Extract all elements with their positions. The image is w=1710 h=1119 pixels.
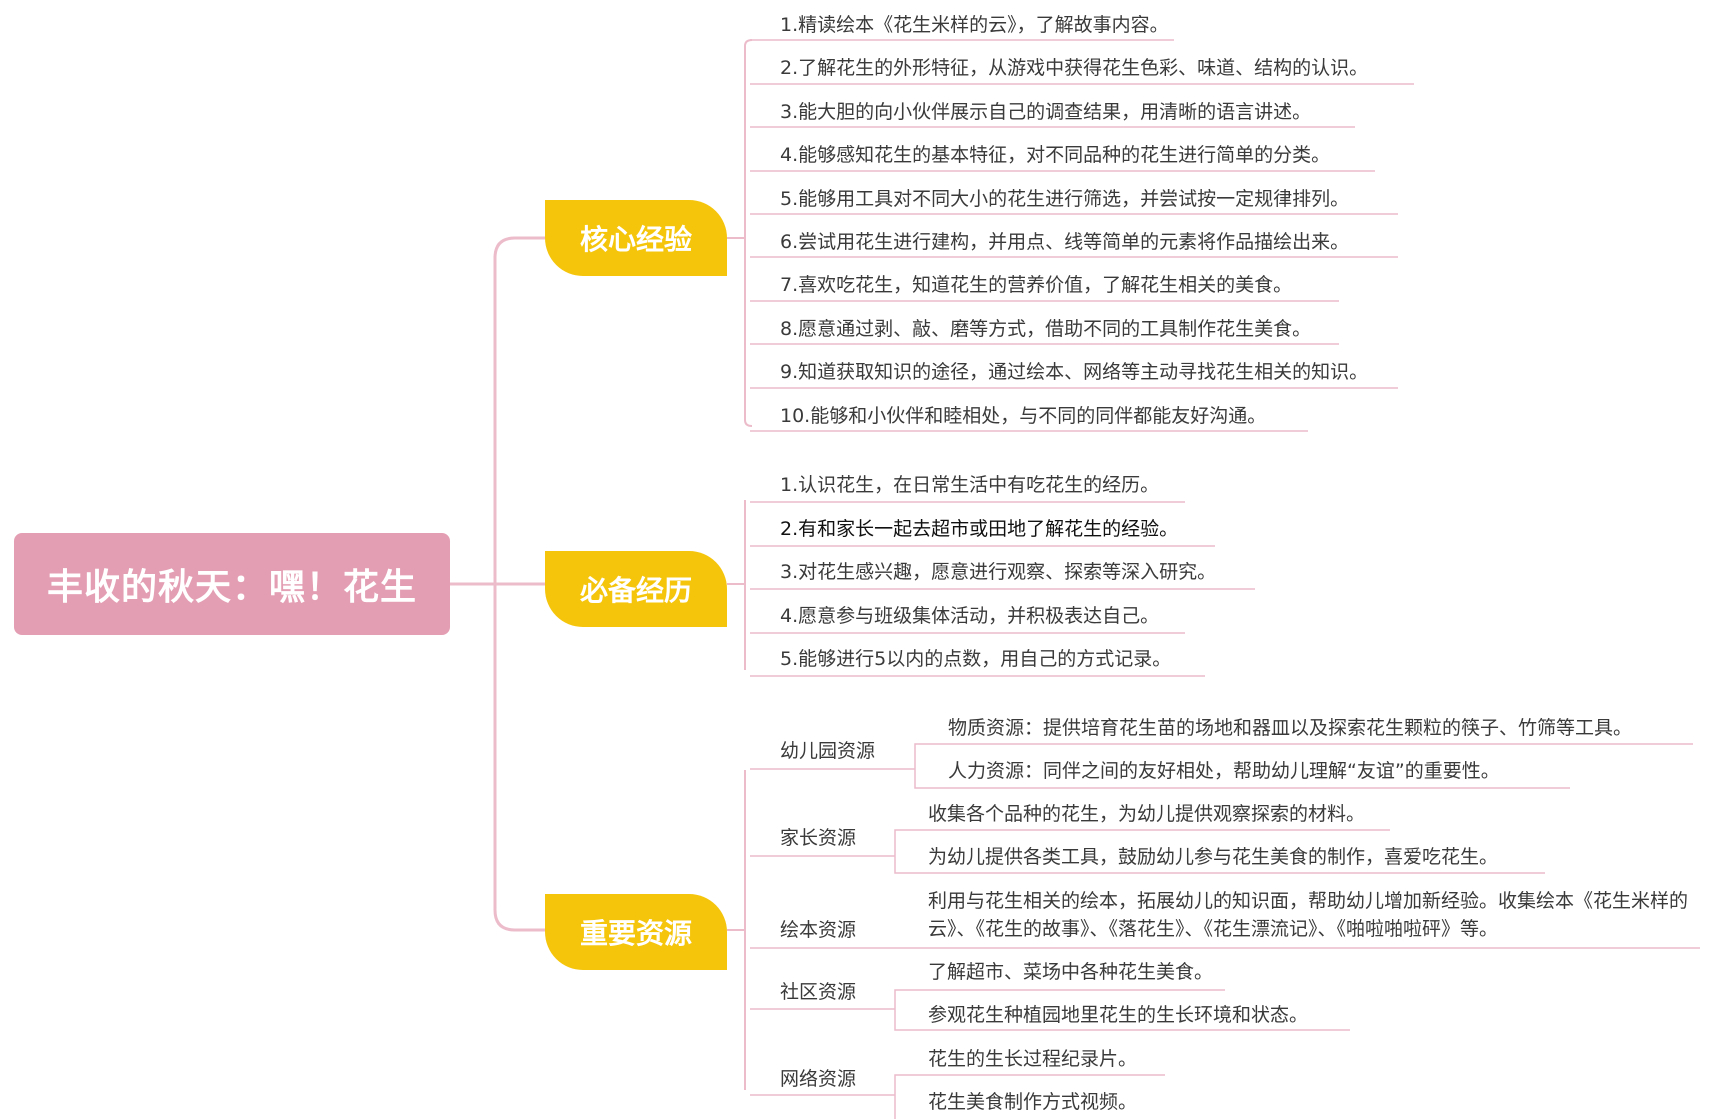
experience-underlines bbox=[750, 501, 1255, 677]
core-bracket bbox=[727, 39, 753, 427]
resource-item-community-2[interactable]: 参观花生种植园地里花生的生长环境和状态。 bbox=[928, 1004, 1309, 1026]
experience-item-2[interactable]: 2.有和家长一起去超市或田地了解花生的经验。 bbox=[780, 518, 1179, 540]
resource-group-parents[interactable]: 家长资源 bbox=[780, 827, 857, 849]
resource-group-underlines bbox=[750, 768, 915, 1096]
resources-bracket bbox=[727, 770, 746, 1090]
core-item-9[interactable]: 9.知道获取知识的途径，通过绘本、网络等主动寻找花生相关的知识。 bbox=[780, 361, 1369, 383]
core-item-4[interactable]: 4.能够感知花生的基本特征，对不同品种的花生进行简单的分类。 bbox=[780, 144, 1331, 166]
experience-item-5[interactable]: 5.能够进行5以内的点数，用自己的方式记录。 bbox=[780, 648, 1172, 670]
resource-item-kindergarten-2[interactable]: 人力资源：同伴之间的友好相处，帮助幼儿理解“友谊”的重要性。 bbox=[948, 760, 1500, 782]
resource-item-picture-books-1[interactable]: 利用与花生相关的绘本，拓展幼儿的知识面，帮助幼儿增加新经验。收集绘本《花生米样的… bbox=[928, 890, 1689, 940]
core-item-3[interactable]: 3.能大胆的向小伙伴展示自己的调查结果，用清晰的语言讲述。 bbox=[780, 101, 1312, 123]
root-topic[interactable]: 丰收的秋天：嘿！花生 bbox=[14, 533, 450, 635]
resource-item-community-1[interactable]: 了解超市、菜场中各种花生美食。 bbox=[928, 961, 1214, 983]
core-item-10[interactable]: 10.能够和小伙伴和睦相处，与不同的同伴都能友好沟通。 bbox=[780, 405, 1267, 427]
resource-group-community[interactable]: 社区资源 bbox=[780, 981, 857, 1003]
experience-bracket bbox=[727, 500, 746, 670]
core-item-5[interactable]: 5.能够用工具对不同大小的花生进行筛选，并尝试按一定规律排列。 bbox=[780, 188, 1350, 210]
resource-item-parents-2[interactable]: 为幼儿提供各类工具，鼓励幼儿参与花生美食的制作，喜爱吃花生。 bbox=[928, 846, 1499, 868]
resource-group-kindergarten[interactable]: 幼儿园资源 bbox=[780, 740, 876, 762]
resource-item-internet-1[interactable]: 花生的生长过程纪录片。 bbox=[928, 1048, 1138, 1070]
experience-item-4[interactable]: 4.愿意参与班级集体活动，并积极表达自己。 bbox=[780, 605, 1160, 627]
core-item-1[interactable]: 1.精读绘本《花生米样的云》，了解故事内容。 bbox=[780, 14, 1169, 36]
core-item-7[interactable]: 7.喜欢吃花生，知道花生的营养价值，了解花生相关的美食。 bbox=[780, 274, 1293, 296]
resource-item-kindergarten-1[interactable]: 物质资源：提供培育花生苗的场地和器皿以及探索花生颗粒的筷子、竹筛等工具。 bbox=[948, 717, 1633, 739]
resource-group-internet[interactable]: 网络资源 bbox=[780, 1068, 857, 1090]
experience-item-1[interactable]: 1.认识花生，在日常生活中有吃花生的经历。 bbox=[780, 474, 1160, 496]
resource-subbrackets bbox=[894, 743, 1700, 1119]
core-item-6[interactable]: 6.尝试用花生进行建构，并用点、线等简单的元素将作品描绘出来。 bbox=[780, 231, 1350, 253]
branch-required-experience[interactable]: 必备经历 bbox=[545, 551, 727, 627]
experience-item-3[interactable]: 3.对花生感兴趣，愿意进行观察、探索等深入研究。 bbox=[780, 561, 1217, 583]
trunk-connector bbox=[493, 236, 545, 932]
resource-item-parents-1[interactable]: 收集各个品种的花生，为幼儿提供观察探索的材料。 bbox=[928, 803, 1366, 825]
core-item-8[interactable]: 8.愿意通过剥、敲、磨等方式，借助不同的工具制作花生美食。 bbox=[780, 318, 1312, 340]
branch-important-resources[interactable]: 重要资源 bbox=[545, 894, 727, 970]
core-underlines bbox=[750, 39, 1414, 432]
branch-core-experience[interactable]: 核心经验 bbox=[545, 200, 727, 276]
core-item-2[interactable]: 2.了解花生的外形特征，从游戏中获得花生色彩、味道、结构的认识。 bbox=[780, 57, 1369, 79]
resource-group-picture-books[interactable]: 绘本资源 bbox=[780, 919, 857, 941]
resource-item-internet-2[interactable]: 花生美食制作方式视频。 bbox=[928, 1091, 1138, 1113]
